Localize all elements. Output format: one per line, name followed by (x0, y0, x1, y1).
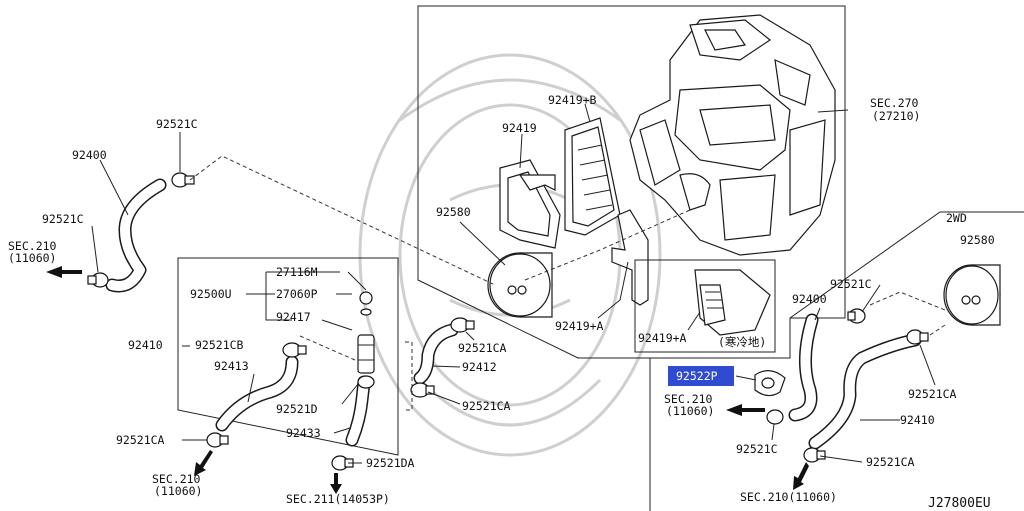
arrow-sec211 (330, 473, 342, 494)
label-92521ca-left: 92521CA (116, 433, 165, 447)
2wd-frame (649, 211, 1024, 511)
clamp-92521ca-mid1 (450, 317, 475, 333)
label-92580-main: 92580 (436, 205, 471, 219)
hose-92400-left (105, 178, 167, 293)
arrow-sec210-bl (194, 450, 213, 476)
arrow-sec210-right (726, 404, 765, 416)
label-92417: 92417 (276, 310, 311, 324)
inset-box (634, 259, 776, 353)
label-92400-right: 92400 (792, 292, 827, 306)
label-sec210-br: SEC.210(11060) (740, 490, 837, 504)
hose-92400-right (788, 313, 819, 422)
label-sec210-bl-sub: (11060) (154, 484, 202, 498)
label-92419a: 92419+A (555, 319, 604, 333)
label-sec211: SEC.211(14053P) (286, 492, 390, 506)
motor-92580-right (943, 264, 1001, 326)
label-92522p: 92522P (676, 369, 718, 383)
label-92521ca-right2: 92521CA (866, 455, 915, 469)
label-92400-left: 92400 (72, 148, 107, 162)
label-92521c-right2: 92521C (736, 442, 778, 456)
label-92521ca-mid2: 92521CA (462, 399, 511, 413)
label-sec210-left: SEC.210 (8, 239, 57, 253)
label-sec210-right-sub: (11060) (666, 404, 714, 418)
filter-92419b (564, 117, 621, 236)
clamp-92521c-top (171, 172, 195, 188)
grommet-92522p (754, 370, 786, 397)
hose-92413 (215, 355, 299, 432)
label-27060p: 27060P (276, 287, 318, 301)
label-92500u: 92500U (190, 287, 232, 301)
label-92412: 92412 (462, 360, 497, 374)
hose-92410-right (808, 333, 922, 450)
label-sec210-bl: SEC.210 (152, 472, 201, 486)
label-92580-right: 92580 (960, 233, 995, 247)
label-sec270: SEC.270 (870, 96, 919, 110)
hose-92412 (413, 323, 459, 385)
label-92413: 92413 (214, 359, 249, 373)
arrow-sec210-br (793, 462, 809, 490)
clamp-92521d (357, 375, 375, 389)
label-92521c-left: 92521C (42, 212, 84, 226)
label-inset-note: (寒冷地) (718, 335, 766, 349)
clamp-92521ca-left (206, 432, 229, 448)
clamp-92521c-right (847, 308, 866, 324)
label-92410-left: 92410 (128, 338, 163, 352)
label-sec270-sub: (27210) (872, 109, 920, 123)
label-92410-right: 92410 (900, 413, 935, 427)
routing-line (189, 155, 691, 286)
labels: SEC.270 (27210) 92419+B 92419 92580 9241… (8, 93, 995, 511)
valve-92417 (357, 291, 375, 374)
label-sec210-left-sub: (11060) (8, 251, 56, 265)
clamp-92521c-left (87, 272, 109, 288)
arrow-sec210-left (46, 266, 82, 278)
hose-assembly-frame (177, 257, 399, 456)
clamp-92521ca-right (906, 329, 929, 345)
label-92521da: 92521DA (366, 456, 415, 470)
clamp-92521ca-mid2 (410, 382, 435, 398)
leader-lines (91, 103, 936, 464)
clamp-92521c-right2 (766, 409, 784, 425)
motor-92580-main (487, 252, 553, 318)
label-diagram-code: J27800EU (928, 496, 991, 511)
label-sec210-right: SEC.210 (664, 392, 713, 406)
label-27116m: 27116M (276, 265, 318, 279)
label-92419: 92419 (502, 121, 537, 135)
label-92521c-right: 92521C (830, 277, 872, 291)
heater-unit (629, 14, 836, 256)
highlight-92522p (668, 366, 734, 386)
bracket-92419a (611, 209, 649, 306)
label-92433: 92433 (286, 426, 321, 440)
label-92521ca-right: 92521CA (908, 387, 957, 401)
label-92521cb: 92521CB (195, 338, 244, 352)
label-92419b: 92419+B (548, 93, 597, 107)
label-92521d: 92521D (276, 402, 318, 416)
label-2wd: 2WD (946, 211, 967, 225)
label-92521ca-mid1: 92521CA (458, 341, 507, 355)
label-92521c-top: 92521C (156, 117, 198, 131)
clamp-92521ca-right2 (803, 447, 826, 463)
label-92419a-inset: 92419+A (638, 331, 687, 345)
hose-92433 (345, 375, 371, 447)
filter-92419 (499, 159, 561, 249)
inset-part (694, 269, 771, 336)
clamp-92521cb (282, 342, 307, 358)
